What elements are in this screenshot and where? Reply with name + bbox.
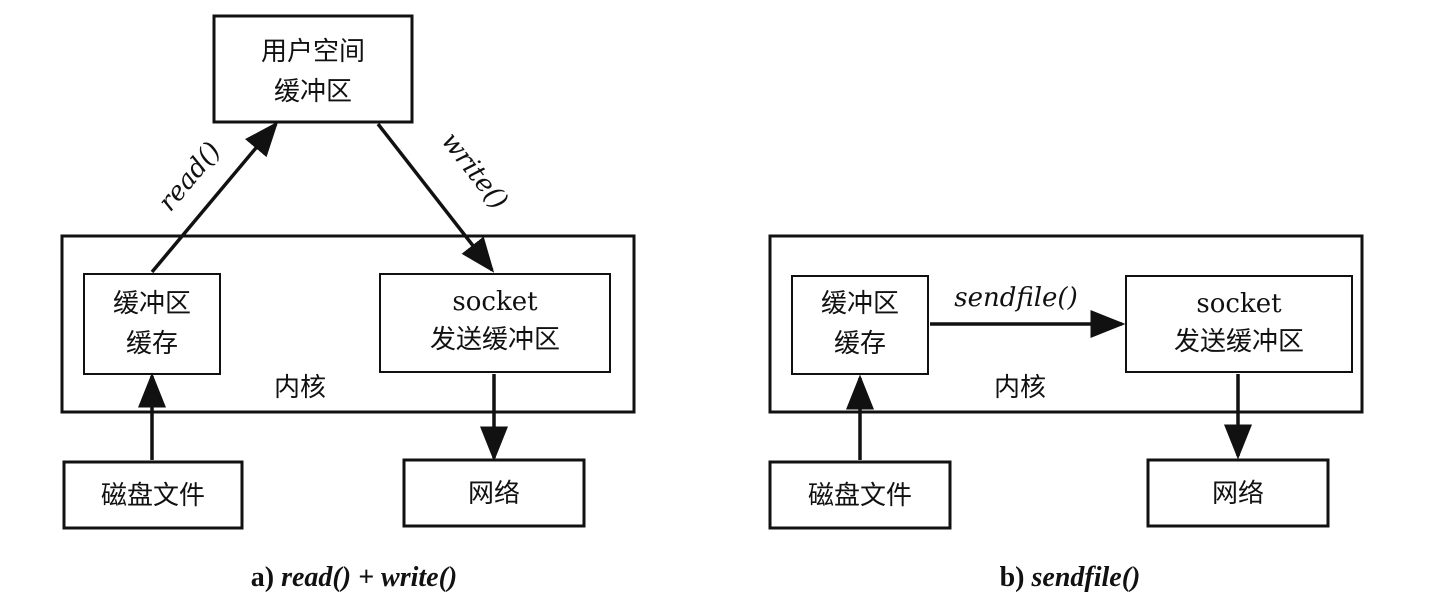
buffer-cache-line2: 缓存: [126, 329, 178, 359]
write-arrow: [376, 122, 495, 273]
disk-file-label-b: 磁盘文件: [808, 481, 912, 511]
disk-file-label: 磁盘文件: [101, 481, 205, 511]
socket-send-buffer-box-b: socket 发送缓冲区: [1125, 275, 1353, 373]
disk-file-box: 磁盘文件: [62, 460, 244, 530]
user-space-buffer-box: 用户空间 缓冲区: [212, 14, 414, 124]
buffer-cache-box-b: 缓冲区 缓存: [791, 275, 929, 375]
read-call-label: read(): [153, 136, 228, 217]
user-space-buffer-line1: 用户空间: [261, 37, 365, 67]
kernel-label: 内核: [274, 373, 326, 403]
network-box-b: 网络: [1146, 458, 1330, 528]
network-label: 网络: [468, 479, 520, 509]
buffer-cache-line1-b: 缓冲区: [821, 289, 899, 319]
caption-b: b) sendfile(): [1000, 562, 1141, 593]
network-label-b: 网络: [1212, 479, 1264, 509]
buffer-cache-box: 缓冲区 缓存: [83, 273, 221, 375]
caption-b-prefix: b): [1000, 562, 1032, 593]
sendfile-call-label: sendfile(): [954, 283, 1077, 313]
buffer-cache-line1: 缓冲区: [113, 289, 191, 319]
socket-send-buffer-line1-b: socket: [1196, 289, 1282, 319]
panel-a: 用户空间 缓冲区 内核 缓冲区 缓存 socket 发送缓冲区 磁盘文件: [60, 14, 636, 593]
caption-a: a) read() + write(): [251, 562, 457, 593]
kernel-label-b: 内核: [994, 373, 1046, 403]
socket-send-buffer-line2: 发送缓冲区: [430, 325, 560, 355]
caption-a-call: read() + write(): [281, 562, 457, 593]
socket-send-buffer-line2-b: 发送缓冲区: [1174, 327, 1304, 357]
caption-b-call: sendfile(): [1031, 562, 1141, 593]
network-box: 网络: [402, 458, 586, 528]
user-space-buffer-line2: 缓冲区: [274, 77, 352, 107]
disk-file-box-b: 磁盘文件: [768, 460, 952, 530]
caption-a-prefix: a): [251, 562, 281, 593]
panel-b: 内核 缓冲区 缓存 socket 发送缓冲区 磁盘文件 网络 sendf: [768, 234, 1364, 593]
write-call-label: write(): [435, 127, 514, 216]
buffer-cache-line2-b: 缓存: [834, 329, 886, 359]
socket-send-buffer-box: socket 发送缓冲区: [379, 273, 611, 373]
read-arrow: [150, 121, 279, 274]
socket-send-buffer-line1: socket: [452, 287, 538, 317]
